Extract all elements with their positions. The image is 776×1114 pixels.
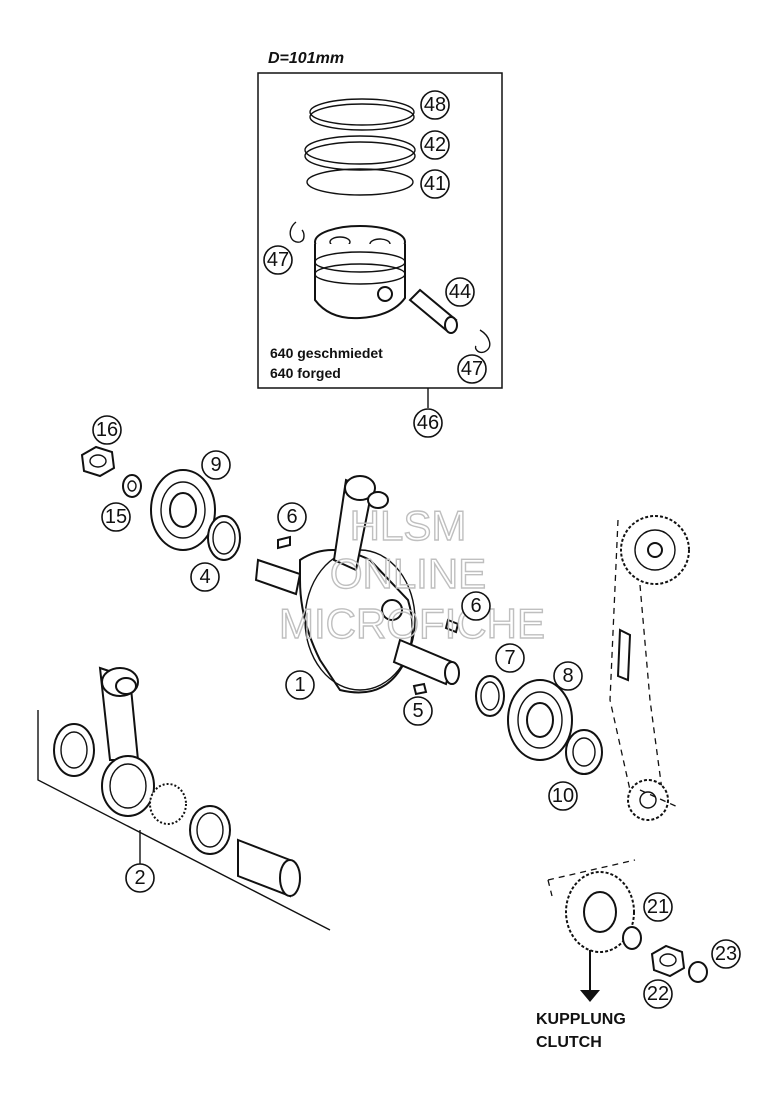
svg-text:44: 44 <box>449 281 471 303</box>
svg-text:6: 6 <box>470 595 481 617</box>
callout-44[interactable]: 44 <box>445 277 475 307</box>
callout-2[interactable]: 2 <box>125 863 155 893</box>
key-5 <box>412 682 428 696</box>
piston-kit-frame <box>257 72 503 389</box>
callout-9[interactable]: 9 <box>201 450 231 480</box>
diameter-label: D=101mm <box>268 50 344 67</box>
callout-22[interactable]: 22 <box>643 979 673 1009</box>
bearing-9 <box>150 469 216 551</box>
svg-text:HLSM: HLSM <box>350 502 467 549</box>
shim-4 <box>207 515 241 561</box>
sprocket-guide-line <box>639 789 681 809</box>
svg-text:MICROFICHE: MICROFICHE <box>279 600 545 647</box>
callout-1[interactable]: 1 <box>285 670 315 700</box>
crank-sprocket <box>627 779 669 821</box>
circlip-right <box>474 329 491 354</box>
svg-text:21: 21 <box>647 896 669 918</box>
output-kupplung: KUPPLUNG <box>536 1011 626 1028</box>
svg-text:7: 7 <box>504 647 515 669</box>
svg-text:23: 23 <box>715 943 737 965</box>
svg-text:48: 48 <box>424 94 446 116</box>
svg-text:8: 8 <box>562 665 573 687</box>
callout-47-top[interactable]: 47 <box>263 245 293 275</box>
conrod-kit <box>37 666 331 931</box>
arrow-down-icon <box>580 990 600 1002</box>
piston <box>314 225 406 320</box>
callout-6-left[interactable]: 6 <box>277 502 307 532</box>
svg-text:5: 5 <box>412 700 423 722</box>
nut-16 <box>80 445 116 478</box>
svg-text:22: 22 <box>647 983 669 1005</box>
note-geschmiedet: 640 geschmiedet <box>270 345 383 361</box>
piston-rings <box>304 98 416 196</box>
callout-48[interactable]: 48 <box>420 90 450 120</box>
svg-text:4: 4 <box>199 566 210 588</box>
key-6-right <box>444 618 460 634</box>
svg-text:2: 2 <box>134 867 145 889</box>
callout-21[interactable]: 21 <box>643 892 673 922</box>
svg-text:15: 15 <box>105 506 127 528</box>
callout-10[interactable]: 10 <box>548 781 578 811</box>
callout-6-right[interactable]: 6 <box>461 591 491 621</box>
watermark: HLSM ONLINE MICROFICHE <box>278 501 545 647</box>
callout-7[interactable]: 7 <box>495 643 525 673</box>
camshaft-sprocket <box>620 515 690 585</box>
svg-text:47: 47 <box>267 249 289 271</box>
washer-15 <box>122 474 142 498</box>
svg-text:ONLINE: ONLINE <box>330 550 486 597</box>
callout-4[interactable]: 4 <box>190 562 220 592</box>
nut-23 <box>688 961 708 983</box>
note-forged: 640 forged <box>270 365 341 381</box>
svg-text:10: 10 <box>552 785 574 807</box>
callout-41[interactable]: 41 <box>420 169 450 199</box>
output-clutch: CLUTCH <box>536 1034 602 1051</box>
bearing-8 <box>507 679 573 761</box>
crankshaft <box>254 475 460 694</box>
svg-text:47: 47 <box>461 358 483 380</box>
svg-text:9: 9 <box>210 454 221 476</box>
shim-7 <box>475 675 505 717</box>
nut-22 <box>650 944 686 978</box>
svg-text:16: 16 <box>96 419 118 441</box>
seal-10 <box>565 729 603 775</box>
callout-5[interactable]: 5 <box>403 696 433 726</box>
piston-pin <box>408 288 458 334</box>
primary-gear <box>547 859 636 1002</box>
circlip-left <box>289 221 305 243</box>
svg-text:6: 6 <box>286 506 297 528</box>
svg-text:46: 46 <box>417 412 439 434</box>
callout-15[interactable]: 15 <box>101 502 131 532</box>
callout-47-bottom[interactable]: 47 <box>457 354 487 384</box>
key-6-left <box>277 535 291 550</box>
lockwasher-21 <box>622 926 642 950</box>
callout-42[interactable]: 42 <box>420 130 450 160</box>
callout-16[interactable]: 16 <box>92 415 122 445</box>
callout-23[interactable]: 23 <box>711 939 741 969</box>
svg-text:1: 1 <box>294 674 305 696</box>
svg-text:42: 42 <box>424 134 446 156</box>
callout-8[interactable]: 8 <box>553 661 583 691</box>
svg-text:41: 41 <box>424 173 446 195</box>
callout-46[interactable]: 46 <box>413 408 443 438</box>
timing-chain <box>609 519 663 791</box>
